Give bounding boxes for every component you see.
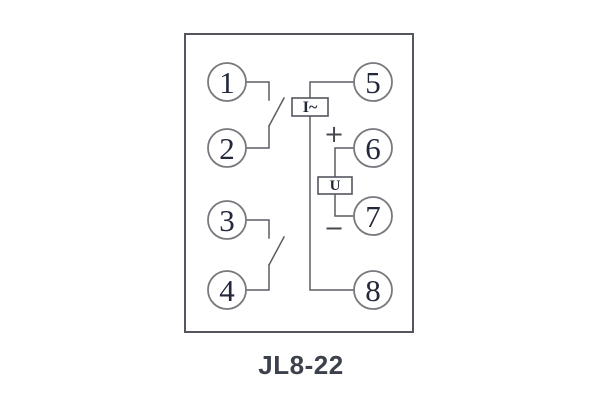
wire-voltage-coil-to-terminal-7 [334, 193, 355, 217]
terminal-7: 7 [353, 196, 393, 236]
wire-terminal-5-to-current-coil [309, 81, 355, 99]
contact-blade-1-2 [267, 96, 286, 128]
voltage-coil-label: U [330, 178, 341, 194]
wire-terminal-4-stub [245, 264, 270, 291]
terminal-8: 8 [353, 270, 393, 310]
contact-blade-3-4 [267, 235, 286, 267]
terminal-4-number: 4 [219, 273, 235, 308]
current-coil-label: I~ [303, 99, 318, 116]
wire-current-coil-to-terminal-8 [309, 115, 355, 291]
wire-terminal-3-stub [245, 219, 270, 239]
terminal-1-circle [207, 62, 247, 102]
terminal-5-circle [353, 62, 393, 102]
terminal-8-number: 8 [365, 273, 381, 308]
terminal-6: 6 [353, 128, 393, 168]
terminal-3: 3 [207, 200, 247, 240]
terminal-3-number: 3 [219, 203, 235, 238]
terminal-1: 1 [207, 62, 247, 102]
wire-terminal-2-stub [245, 125, 270, 149]
wire-terminal-1-stub [245, 81, 270, 101]
terminal-4: 4 [207, 270, 247, 310]
terminal-1-number: 1 [219, 65, 235, 100]
terminal-3-circle [207, 200, 247, 240]
terminal-8-circle [353, 270, 393, 310]
model-caption: JL8-22 [258, 350, 343, 380]
terminal-7-number: 7 [365, 199, 381, 234]
terminal-7-circle [353, 196, 393, 236]
terminal-2: 2 [207, 128, 247, 168]
current-coil-box [291, 97, 329, 117]
terminal-6-number: 6 [365, 131, 381, 166]
terminal-2-circle [207, 128, 247, 168]
relay-outline [184, 33, 414, 333]
terminal-2-number: 2 [219, 131, 235, 166]
wire-terminal-6-to-voltage-coil [334, 147, 355, 178]
terminal-6-circle [353, 128, 393, 168]
polarity-minus-sign: − [324, 214, 344, 242]
terminal-4-circle [207, 270, 247, 310]
terminal-5-number: 5 [365, 65, 381, 100]
polarity-plus-sign: + [324, 120, 344, 148]
voltage-coil-box [317, 176, 353, 195]
terminal-5: 5 [353, 62, 393, 102]
